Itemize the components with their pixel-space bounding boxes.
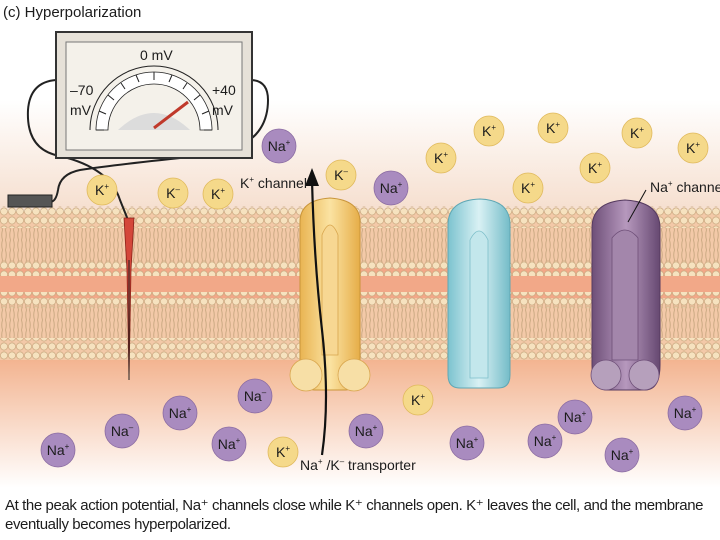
ion-symbol: Na– [244, 388, 267, 404]
meter-right-value: +40 [212, 82, 236, 98]
ion-symbol: Na+ [534, 433, 557, 449]
k-ion: K– [325, 159, 357, 191]
k-ion: K+ [579, 152, 611, 184]
transporter-label: Na+ /K– transporter [300, 457, 416, 473]
ion-symbol: K+ [521, 180, 535, 196]
ion-symbol: K+ [411, 392, 425, 408]
ion-symbol: Na+ [456, 435, 479, 451]
meter-needle [153, 100, 189, 130]
k-ion: K+ [512, 172, 544, 204]
na-ion: Na+ [557, 399, 593, 435]
k-ion: K+ [473, 115, 505, 147]
ground-electrode [7, 194, 53, 208]
ion-symbol: K+ [211, 186, 225, 202]
ion-symbol: Na+ [47, 442, 70, 458]
k-channel-label: K+ channel [240, 175, 307, 191]
na-ion: Na+ [373, 170, 409, 206]
na-ion: Na– [237, 378, 273, 414]
k-efflux-arrow [310, 179, 328, 456]
meter-wire [49, 79, 270, 203]
na-ion: Na+ [40, 432, 76, 468]
ion-symbol: Na+ [564, 409, 587, 425]
ion-symbol: K– [334, 167, 348, 183]
ion-symbol: K+ [546, 120, 560, 136]
meter-left-unit: mV [70, 102, 92, 118]
arrowhead-icon [305, 168, 319, 186]
na-channel [590, 199, 661, 391]
meter-left-value: –70 [70, 82, 94, 98]
ion-symbol: Na– [111, 423, 134, 439]
na-ion: Na+ [261, 128, 297, 164]
ion-symbol: K+ [482, 123, 496, 139]
ion-symbol: Na+ [380, 180, 403, 196]
k-ion: K– [157, 177, 189, 209]
ion-symbol: K+ [686, 140, 700, 156]
na-k-transporter [447, 198, 511, 389]
na-ion: Na+ [449, 425, 485, 461]
na-ion: Na+ [667, 395, 703, 431]
ion-symbol: K+ [630, 125, 644, 141]
ion-layer: Na+ K+ K– K+ K– Na+ K+ K+ K+ K+ K+ K+ K+ Na– K+ Na+ Na– N… [40, 112, 709, 473]
ion-symbol: Na+ [169, 405, 192, 421]
k-ion: K+ [677, 132, 709, 164]
k-ion: K+ [86, 174, 118, 206]
na-ion: Na– [104, 413, 140, 449]
k-ion: K+ [425, 142, 457, 174]
ion-symbol: Na+ [268, 138, 291, 154]
meter-top-label: 0 mV [140, 47, 173, 63]
na-channel-label: Na+ channel [650, 179, 720, 195]
ion-symbol: K+ [434, 150, 448, 166]
k-ion: K+ [621, 117, 653, 149]
k-channel [289, 197, 371, 392]
ion-symbol: Na+ [674, 405, 697, 421]
ion-symbol: K– [166, 185, 180, 201]
na-ion: Na+ [348, 413, 384, 449]
k-ion: K+ [202, 178, 234, 210]
ion-symbol: K+ [588, 160, 602, 176]
na-ion: Na+ [162, 395, 198, 431]
dial-ticks [96, 72, 212, 131]
voltmeter: 0 mV –70 mV +40 mV [55, 31, 253, 159]
figure-caption: At the peak action potential, Na⁺ channe… [5, 497, 704, 533]
k-ion: K+ [267, 436, 299, 468]
na-ion: Na+ [604, 437, 640, 473]
ion-symbol: Na+ [611, 447, 634, 463]
k-ion: K+ [537, 112, 569, 144]
na-ion: Na+ [211, 426, 247, 462]
ion-symbol: K+ [276, 444, 290, 460]
ion-symbol: K+ [95, 182, 109, 198]
meter-right-unit: mV [212, 102, 234, 118]
na-channel-pointer [627, 189, 647, 223]
ion-symbol: Na+ [218, 436, 241, 452]
na-ion: Na+ [527, 423, 563, 459]
k-ion: K+ [402, 384, 434, 416]
ion-symbol: Na+ [355, 423, 378, 439]
panel-title: (c) Hyperpolarization [3, 4, 142, 21]
